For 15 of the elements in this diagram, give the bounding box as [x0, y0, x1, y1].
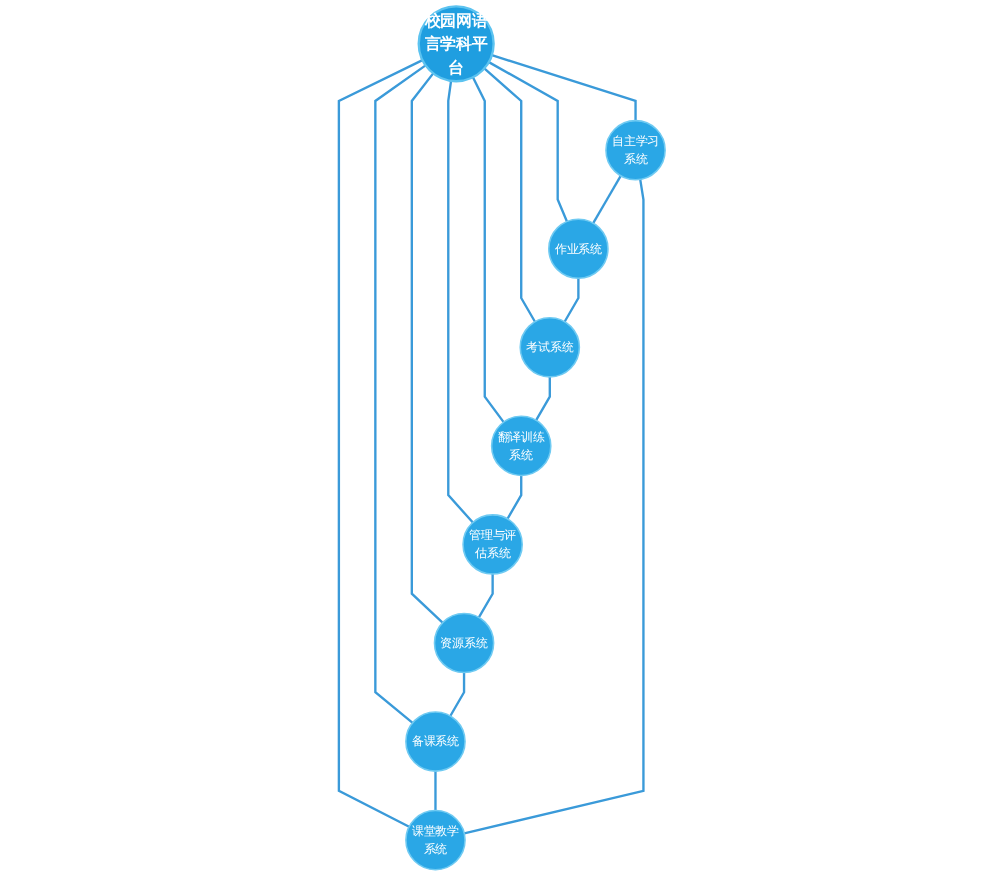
connector — [434, 771, 437, 811]
connector — [535, 376, 551, 421]
connector — [449, 672, 466, 717]
connector — [483, 67, 536, 323]
connector — [471, 76, 505, 423]
connector — [374, 64, 427, 724]
connector — [491, 54, 637, 121]
connector — [410, 72, 444, 624]
connector — [506, 475, 523, 520]
connector — [447, 80, 474, 524]
connector — [477, 574, 494, 619]
connector — [563, 278, 580, 323]
connector — [488, 61, 569, 222]
connector — [337, 59, 423, 828]
connector — [592, 175, 622, 224]
